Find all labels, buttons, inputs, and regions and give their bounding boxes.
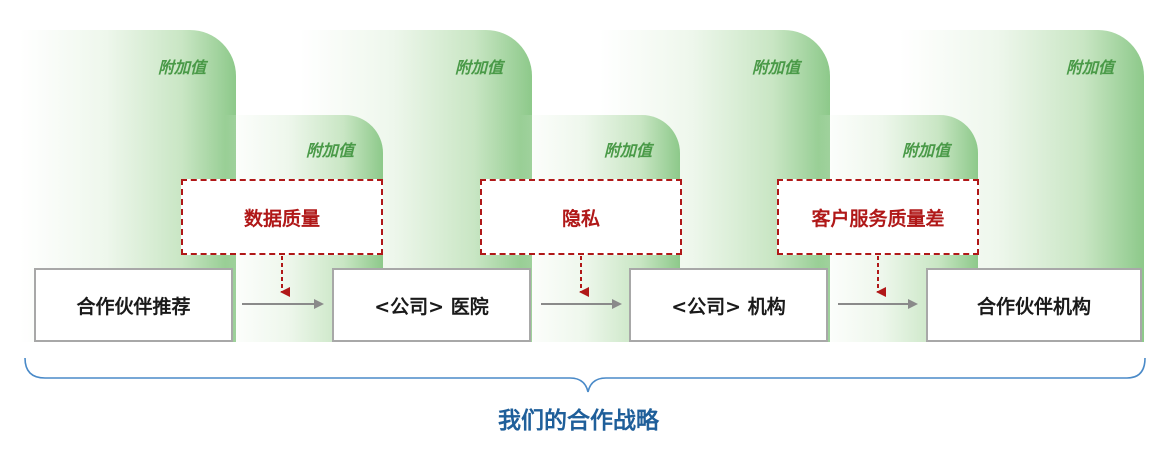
entity-box-partner-referral: 合作伙伴推荐 <box>34 268 233 342</box>
strategy-brace <box>24 357 1146 393</box>
value-added-label: 附加值 <box>752 58 801 77</box>
issue-box-data-quality: 数据质量 <box>181 179 383 255</box>
value-added-label: 附加值 <box>604 141 653 160</box>
value-added-label: 附加值 <box>1066 58 1115 77</box>
issue-box-privacy: 隐私 <box>480 179 682 255</box>
entity-box-company-hospital: <公司> 医院 <box>332 268 531 342</box>
value-added-label: 附加值 <box>902 141 951 160</box>
value-added-label: 附加值 <box>158 58 207 77</box>
strategy-title: 我们的合作战略 <box>498 408 659 434</box>
entity-box-partner-institution: 合作伙伴机构 <box>926 268 1142 342</box>
entity-box-company-institution: <公司> 机构 <box>629 268 828 342</box>
value-added-label: 附加值 <box>306 141 355 160</box>
value-added-label: 附加值 <box>455 58 504 77</box>
issue-box-service-quality: 客户服务质量差 <box>777 179 979 255</box>
